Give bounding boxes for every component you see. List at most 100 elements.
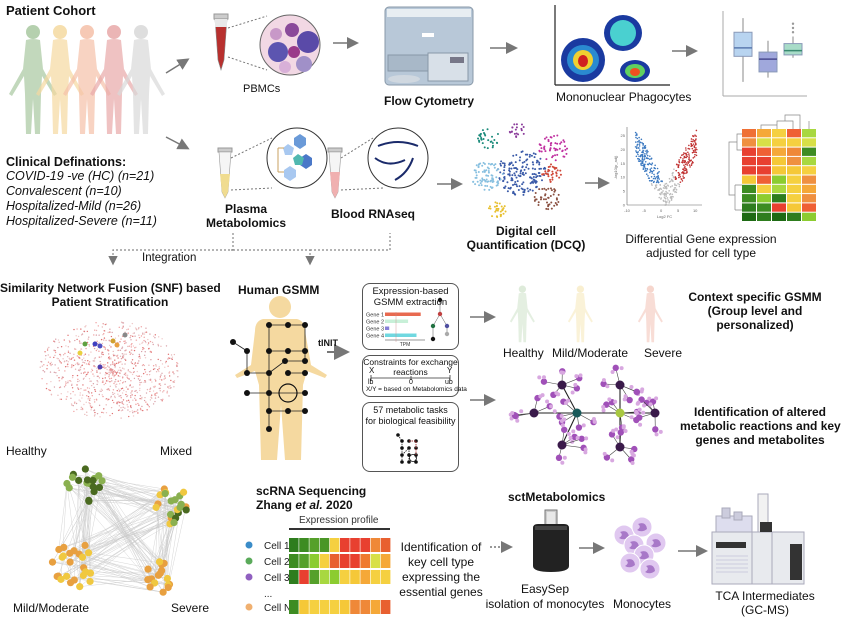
tsne-point — [551, 170, 554, 173]
network-node — [141, 342, 143, 344]
arrow-icon — [165, 58, 190, 74]
volcano-point — [646, 154, 649, 157]
scrna-desc-line2: key cell type — [407, 555, 475, 569]
volcano-point — [656, 177, 659, 180]
volcano-y-label: -log10(p_adj) — [613, 155, 618, 179]
heatmap-cell — [787, 194, 801, 203]
volcano-point — [685, 168, 688, 171]
volcano-point — [683, 152, 685, 154]
tsne-point — [490, 174, 493, 177]
network-node — [122, 355, 125, 357]
network-node — [78, 399, 80, 401]
network-node — [41, 365, 44, 367]
network-node — [106, 372, 108, 375]
volcano-point — [647, 177, 650, 179]
metabolite-satellite — [549, 404, 554, 409]
box2-title-line1: Constraints for exchange — [363, 357, 458, 367]
tsne-point — [489, 185, 492, 188]
network-node — [133, 371, 135, 373]
network-node — [121, 382, 124, 384]
metabolite-satellite — [613, 399, 618, 404]
volcano-point — [637, 160, 640, 162]
volcano-point — [694, 142, 697, 145]
network-node — [121, 347, 123, 350]
network-node — [154, 392, 156, 395]
tsne-point — [493, 205, 496, 208]
tsne-point — [487, 162, 490, 165]
network-node — [48, 558, 57, 566]
network-node — [88, 387, 91, 390]
tsne-point — [475, 164, 478, 167]
network-node — [166, 510, 175, 519]
tsne-point — [557, 193, 560, 196]
network-node — [106, 368, 108, 371]
tsne-point — [514, 174, 517, 177]
volcano-point — [649, 158, 651, 161]
network-node — [155, 394, 157, 397]
tsne-point — [486, 128, 489, 131]
network-node — [116, 355, 118, 357]
network-node — [139, 357, 141, 359]
expression-cell — [289, 538, 299, 552]
network-node — [132, 367, 135, 370]
boxplot-outlier — [791, 31, 795, 34]
tsne-point — [493, 166, 496, 169]
network-edge — [78, 480, 168, 579]
volcano-point — [640, 160, 642, 162]
metabolite-satellite — [583, 450, 588, 455]
network-node — [168, 371, 171, 373]
network-node — [90, 405, 92, 407]
network-node — [69, 379, 71, 382]
volcano-point — [635, 141, 637, 143]
volcano-point — [669, 180, 672, 182]
integration-connector — [233, 249, 315, 266]
network-edge — [79, 522, 175, 555]
heatmap-cell — [802, 147, 816, 156]
network-node — [133, 349, 136, 352]
tsne-point — [546, 201, 549, 204]
tsne-point — [478, 140, 481, 143]
metabolite-satellite — [623, 394, 628, 399]
network-node — [96, 348, 99, 350]
tree-node — [437, 297, 443, 303]
tsne-point — [476, 180, 479, 183]
network-edge — [99, 487, 148, 580]
network-edge — [63, 555, 84, 576]
network-node — [89, 403, 91, 405]
heatmap-cell — [757, 212, 771, 221]
tsne-point — [494, 163, 497, 166]
cluster-label-healthy: Healthy — [6, 444, 47, 458]
network-node — [88, 345, 91, 347]
volcano-point — [678, 185, 681, 188]
network-node — [80, 328, 82, 330]
volcano-point — [660, 192, 663, 194]
heatmap-cell — [787, 147, 801, 156]
network-node — [109, 371, 112, 374]
tsne-point — [564, 148, 567, 151]
network-node — [114, 362, 116, 365]
expression-cell — [380, 554, 391, 568]
volcano-point — [680, 178, 683, 181]
network-node — [58, 380, 61, 382]
metabolite-satellite — [619, 366, 624, 371]
gsmm-node — [285, 408, 291, 414]
network-node — [104, 364, 106, 366]
network-node — [93, 360, 96, 362]
network-node — [98, 377, 101, 379]
network-node — [108, 344, 111, 347]
network-node — [80, 372, 82, 374]
network-node — [113, 374, 116, 377]
network-node — [78, 380, 81, 382]
tsne-point — [541, 173, 544, 176]
network-node — [101, 326, 104, 328]
network-node — [105, 398, 107, 400]
network-node — [156, 392, 158, 394]
highlight-node — [97, 364, 103, 370]
tsne-point — [474, 176, 477, 179]
network-node — [69, 341, 71, 343]
tsne-point — [542, 198, 545, 201]
metabolite-satellite — [654, 396, 659, 401]
volcano-point — [694, 148, 696, 151]
volcano-point — [664, 204, 666, 206]
